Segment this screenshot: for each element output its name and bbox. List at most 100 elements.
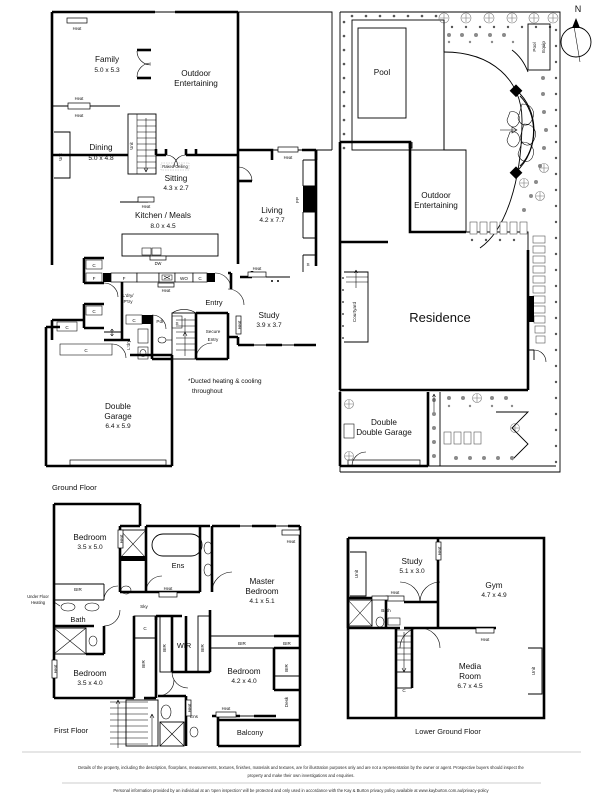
room-label-laundry-pantry-2: P'try bbox=[123, 299, 133, 304]
heat-marker: Heat bbox=[119, 534, 124, 544]
desk-marker: Desk bbox=[284, 696, 289, 707]
heat-marker: Heat bbox=[75, 113, 85, 118]
room-label-entry: Entry bbox=[205, 298, 223, 307]
room-dims-bedroom-2: 3.5 x 4.0 bbox=[77, 680, 103, 687]
fridge-marker: F bbox=[93, 276, 96, 281]
room-dims-living: 4.2 x 7.7 bbox=[259, 217, 285, 224]
room-label-wir: WIR bbox=[177, 641, 191, 650]
bir-marker: BIR bbox=[74, 587, 82, 592]
heat-marker: Heat bbox=[237, 320, 242, 330]
room-label-ens: Ens bbox=[172, 561, 185, 570]
under-floor-heating-note-2: Heating bbox=[31, 600, 46, 605]
ground-floor-title: Ground Floor bbox=[52, 483, 97, 492]
heat-marker: Heat bbox=[53, 664, 58, 674]
closet-marker: C bbox=[92, 263, 96, 268]
heat-marker: Heat bbox=[391, 590, 401, 595]
site-label-garage-2: Double Garage bbox=[356, 428, 412, 437]
room-label-bedroom-2: Bedroom bbox=[73, 669, 106, 678]
room-label-master-1: Master bbox=[249, 577, 274, 586]
room-dims-dining: 5.0 x 4.8 bbox=[88, 155, 114, 162]
room-label-study: Study bbox=[259, 311, 281, 320]
ground-floor-plan: Heat Heat Heat Unit Family 5.0 x 5.3 Din… bbox=[44, 10, 333, 492]
room-label-powder: Pdr bbox=[156, 319, 164, 324]
ens-marker: Ens bbox=[190, 714, 199, 719]
compass-north-label: N bbox=[575, 4, 582, 14]
bir-marker: BIR bbox=[284, 663, 289, 671]
site-label-outdoor-entertaining: Outdoor bbox=[421, 191, 451, 200]
first-floor-title: First Floor bbox=[54, 726, 89, 735]
bir-marker: BIR bbox=[162, 643, 167, 651]
room-label-living: Living bbox=[261, 206, 283, 215]
wine-marker: WO bbox=[180, 276, 188, 281]
unit-marker: Unit bbox=[531, 666, 536, 675]
room-label-dining: Dining bbox=[89, 143, 113, 152]
closet-marker: C bbox=[132, 318, 136, 323]
ducted-note-line2: throughout bbox=[192, 388, 223, 395]
under-floor-heating-note: Under Floor bbox=[27, 594, 49, 599]
room-label-sitting: Sitting bbox=[165, 174, 188, 183]
bir-marker: BIR bbox=[200, 643, 205, 651]
room-label-media-1: Media bbox=[459, 662, 482, 671]
heat-marker: Heat bbox=[481, 637, 491, 642]
shelf-marker: S bbox=[175, 321, 178, 326]
footer-line-1: Details of the property, including the d… bbox=[78, 765, 524, 770]
room-label-bedroom-1: Bedroom bbox=[73, 533, 106, 542]
bir-marker: BIR bbox=[238, 641, 246, 646]
room-label-garage-2: Garage bbox=[104, 412, 132, 421]
room-label-balcony: Balcony bbox=[237, 728, 264, 737]
room-label-laundry-pantry: L'dry/ bbox=[122, 293, 134, 298]
heat-marker: Heat bbox=[253, 266, 263, 271]
site-label-residence: Residence bbox=[409, 310, 470, 325]
heat-marker: Heat bbox=[187, 703, 192, 713]
room-label-laundry: L'dry bbox=[126, 339, 131, 350]
closet-marker: C bbox=[402, 688, 406, 693]
ceiling-note: Raked Ceiling bbox=[162, 164, 188, 169]
room-label-secure-entry: Secure bbox=[206, 329, 221, 334]
site-label-courtyard: Courtyard bbox=[352, 301, 357, 322]
room-label-media-2: Room bbox=[459, 672, 481, 681]
bir-marker: BIR bbox=[141, 659, 146, 667]
heat-marker: Heat bbox=[75, 96, 85, 101]
room-dims-family: 5.0 x 5.3 bbox=[94, 67, 120, 74]
room-label-secure-entry-2: Entry bbox=[208, 337, 219, 342]
compass-rose: N bbox=[560, 4, 592, 63]
shelf-marker: S bbox=[306, 262, 309, 267]
heat-marker: Heat bbox=[437, 546, 442, 556]
room-dims-master: 4.1 x 5.1 bbox=[249, 598, 275, 605]
fridge-marker: F bbox=[123, 276, 126, 281]
room-dims-media: 6.7 x 4.5 bbox=[457, 683, 483, 690]
footer-line-3: Personal information provided by an indi… bbox=[113, 788, 489, 793]
footer-disclaimer: Details of the property, including the d… bbox=[22, 751, 581, 793]
site-plan: Pool Pool Equip bbox=[338, 4, 592, 473]
heat-marker: Heat bbox=[164, 586, 174, 591]
room-label-bath: Bath bbox=[70, 615, 85, 624]
room-label-garage: Double bbox=[105, 402, 131, 411]
unit-marker: Unit bbox=[129, 141, 134, 149]
closet-marker: C bbox=[84, 348, 88, 353]
room-label-lg-study: Study bbox=[402, 557, 424, 566]
unit-marker: Unit bbox=[58, 152, 63, 160]
room-label-outdoor-entertaining-2: Entertaining bbox=[174, 79, 218, 88]
fireplace-marker: FP bbox=[295, 197, 300, 203]
room-label-master-2: Bedroom bbox=[245, 587, 278, 596]
room-label-family: Family bbox=[95, 55, 120, 64]
lower-ground-floor-title: Lower Ground Floor bbox=[415, 727, 481, 736]
site-label-pool-equip-2: Equip bbox=[541, 41, 546, 53]
unit-marker: Unit bbox=[354, 569, 359, 578]
footer-line-2: property and make their own investigatio… bbox=[247, 773, 354, 778]
closet-marker: C bbox=[92, 309, 96, 314]
site-label-outdoor-entertaining-2: Entertaining bbox=[414, 201, 458, 210]
room-dims-bedroom-3: 4.2 x 4.0 bbox=[231, 678, 257, 685]
sky-marker: Sky bbox=[140, 604, 148, 609]
site-label-garage: Double bbox=[371, 418, 397, 427]
heat-marker: Heat bbox=[73, 26, 83, 31]
ducted-note-line1: *Ducted heating & cooling bbox=[188, 378, 262, 385]
closet-marker: C bbox=[65, 325, 69, 330]
heat-marker: Heat bbox=[222, 706, 232, 711]
room-dims-bedroom-1: 3.5 x 5.0 bbox=[77, 544, 103, 551]
room-label-gym: Gym bbox=[485, 581, 502, 590]
room-dims-study: 3.9 x 3.7 bbox=[256, 322, 282, 329]
heat-marker: Heat bbox=[284, 155, 294, 160]
closet-marker: C bbox=[143, 626, 147, 631]
